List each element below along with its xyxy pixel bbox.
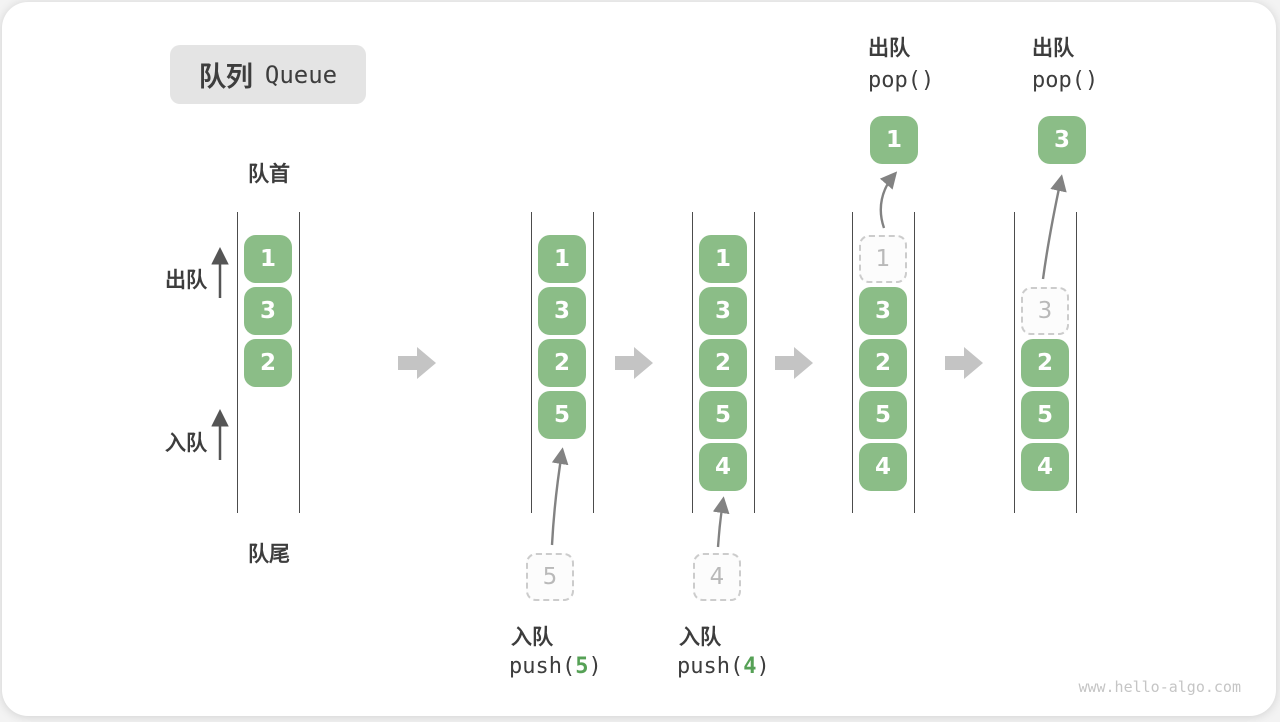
queue-item: 1 [699, 235, 747, 283]
queue-item: 3 [244, 287, 292, 335]
removed-item-ghost: 1 [859, 235, 907, 283]
enqueue-side-label: 入队 [165, 431, 207, 455]
queue-rear-label: 队尾 [248, 542, 290, 566]
code-arg: 5 [575, 654, 589, 679]
pop-code-label: pop() [868, 68, 935, 93]
incoming-item-ghost: 4 [693, 553, 741, 601]
title-en: Queue [264, 60, 338, 89]
code-close: ) [588, 654, 602, 679]
queue-item: 2 [244, 339, 292, 387]
queue-rails [852, 212, 915, 513]
step-arrow-icon [775, 347, 813, 379]
code-open: push( [509, 654, 576, 679]
pop-code-label: pop() [1032, 68, 1099, 93]
code-open: push( [677, 654, 744, 679]
push-code-label: push(4) [677, 654, 770, 679]
step-arrow-icon [615, 347, 653, 379]
dequeue-op-label: 出队 [868, 36, 910, 60]
queue-front-label: 队首 [248, 162, 290, 186]
incoming-item-ghost: 5 [526, 553, 574, 601]
queue-item: 4 [859, 443, 907, 491]
queue-item: 3 [699, 287, 747, 335]
queue-item: 1 [244, 235, 292, 283]
title-box: 队列 Queue [170, 45, 366, 104]
queue-item: 2 [699, 339, 747, 387]
queue-rails [692, 212, 755, 513]
title-zh: 队列 [198, 62, 253, 93]
enqueue-op-label: 入队 [679, 625, 721, 649]
popped-item: 3 [1038, 116, 1086, 164]
enqueue-op-label: 入队 [511, 625, 553, 649]
dequeue-side-label: 出队 [165, 268, 207, 292]
queue-item: 1 [538, 235, 586, 283]
queue-item: 5 [699, 391, 747, 439]
popped-item: 1 [870, 116, 918, 164]
step-arrow-icon [945, 347, 983, 379]
queue-item: 5 [1021, 391, 1069, 439]
queue-item: 5 [538, 391, 586, 439]
queue-item: 2 [538, 339, 586, 387]
queue-rails [1014, 212, 1077, 513]
queue-rails [237, 212, 300, 513]
queue-item: 5 [859, 391, 907, 439]
queue-item: 2 [859, 339, 907, 387]
removed-item-ghost: 3 [1021, 287, 1069, 335]
queue-rails [531, 212, 594, 513]
queue-item: 3 [538, 287, 586, 335]
step-arrow-icon [398, 347, 436, 379]
code-close: ) [756, 654, 770, 679]
queue-item: 4 [699, 443, 747, 491]
dequeue-op-label: 出队 [1032, 36, 1074, 60]
queue-item: 4 [1021, 443, 1069, 491]
push-code-label: push(5) [509, 654, 602, 679]
queue-item: 3 [859, 287, 907, 335]
watermark: www.hello-algo.com [1078, 678, 1241, 696]
queue-item: 2 [1021, 339, 1069, 387]
code-arg: 4 [743, 654, 757, 679]
